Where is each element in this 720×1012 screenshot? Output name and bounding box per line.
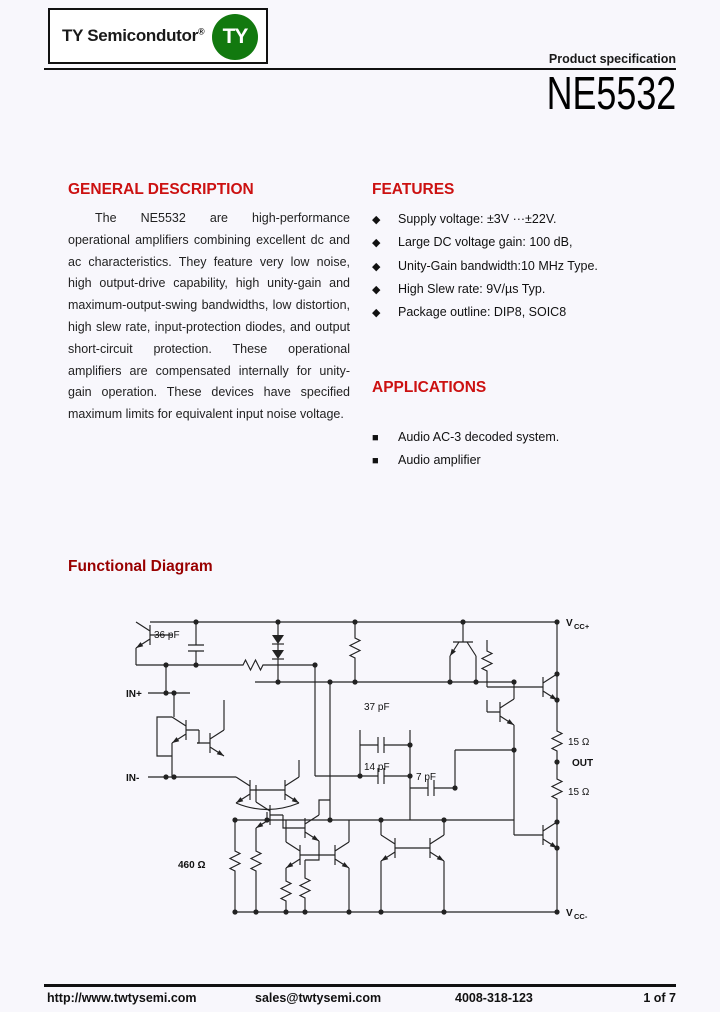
product-specification-label: Product specification [548,52,676,66]
applications-heading: APPLICATIONS [372,379,487,397]
diamond-bullet-icon: ◆ [372,307,381,320]
footer-email-link[interactable]: sales@twtysemi.com [255,991,382,1005]
functional-diagram-heading: Functional Diagram [68,558,213,575]
label-cap-14pf: 14 pF [364,762,390,773]
feature-text: Unity-Gain bandwidth:10 MHz Type. [398,258,598,273]
label-vcc-minus-v: V [566,908,573,919]
diamond-bullet-icon: ◆ [372,214,381,226]
functional-diagram-schematic: IN+ IN- 36 pF 37 pF 14 pF 7 pF 460 Ω 15 … [126,618,593,921]
label-in-minus: IN- [126,773,139,784]
footer-phone: 4008-318-123 [455,991,533,1005]
label-vcc-plus-sub: CC+ [574,622,590,631]
logo-text: TY Semicondutor® [62,26,205,45]
label-out: OUT [572,758,593,769]
feature-text: Package outline: DIP8, SOIC8 [398,305,567,320]
registered-mark: ® [197,26,205,37]
logo-badge-icon: TY [212,14,258,60]
label-cap-7pf: 7 pF [416,772,436,783]
label-in-plus: IN+ [126,689,142,700]
square-bullet-icon: ■ [372,432,379,445]
features-applications-section: FEATURES ◆ Supply voltage: ±3V ···±22V. ◆… [372,181,680,477]
diamond-bullet-icon: ◆ [372,260,381,273]
part-number-title: NE5532 [546,67,676,119]
application-item: ■ Audio amplifier [372,453,680,467]
header-divider [44,68,676,70]
footer-divider [44,984,676,987]
application-item: ■ Audio AC-3 decoded system. [372,430,680,444]
diamond-bullet-icon: ◆ [372,237,381,250]
application-text: Audio AC-3 decoded system. [398,430,560,445]
feature-item: ◆ Large DC voltage gain: 100 dB, [372,235,680,249]
general-description-body: The NE5532 are high-performance operatio… [68,211,350,422]
feature-item: ◆ Unity-Gain bandwidth:10 MHz Type. [372,259,680,273]
feature-item: ◆ Package outline: DIP8, SOIC8 [372,305,680,319]
general-description-section: GENERAL DESCRIPTION The NE5532 are high-… [68,181,350,426]
features-list: ◆ Supply voltage: ±3V ···±22V. ◆ Large DC … [372,212,680,319]
diamond-bullet-icon: ◆ [372,283,381,296]
feature-text: High Slew rate: 9V/µs Typ. [398,281,546,296]
square-bullet-icon: ■ [372,455,379,468]
company-logo: TY Semicondutor® TY [48,8,268,64]
label-res-15ohm-b: 15 Ω [568,787,590,798]
label-vcc-plus-v: V [566,618,573,629]
label-res-460ohm: 460 Ω [178,860,205,871]
footer-page-indicator: 1 of 7 [643,991,676,1005]
feature-text: Large DC voltage gain: 100 dB, [398,235,573,250]
feature-item: ◆ High Slew rate: 9V/µs Typ. [372,282,680,296]
feature-item: ◆ Supply voltage: ±3V ···±22V. [372,212,680,226]
label-vcc-minus-sub: CC- [574,912,588,921]
application-text: Audio amplifier [398,453,481,468]
label-res-15ohm-a: 15 Ω [568,737,590,748]
label-cap-36pf: 36 pF [154,630,180,641]
feature-text: Supply voltage: ±3V ···±22V. [398,212,557,226]
features-heading: FEATURES [372,181,455,198]
general-description-heading: GENERAL DESCRIPTION [68,181,254,198]
footer-website-link[interactable]: http://www.twtysemi.com [47,991,197,1005]
label-cap-37pf: 37 pF [364,702,390,713]
applications-list: ■ Audio AC-3 decoded system. ■ Audio ampli… [372,430,680,467]
